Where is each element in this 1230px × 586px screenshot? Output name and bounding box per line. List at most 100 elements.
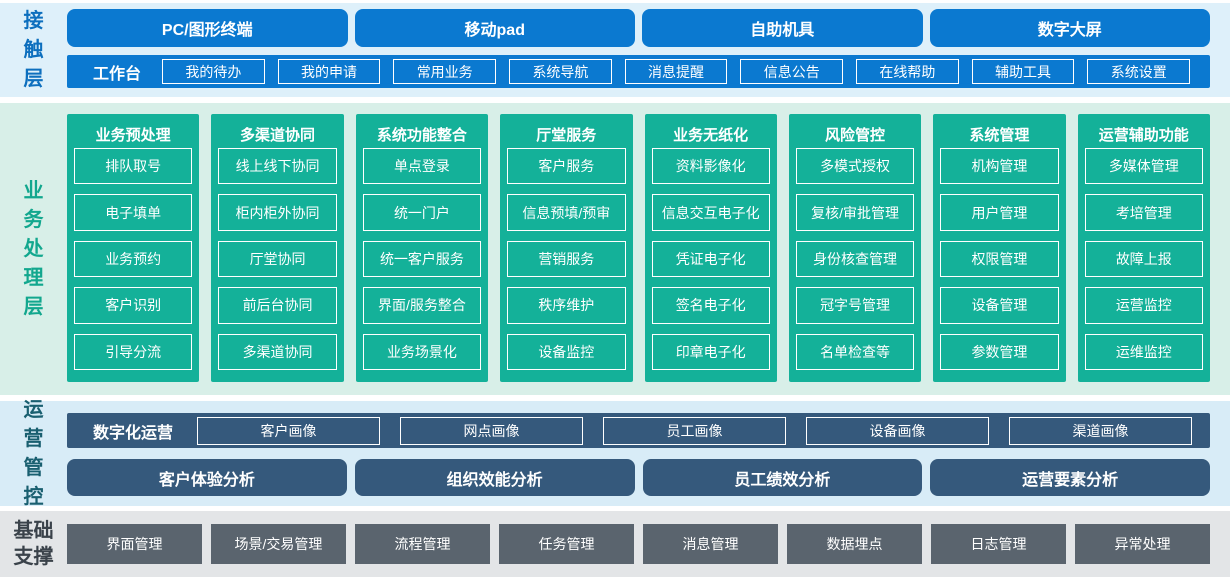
function-box: 客户服务 <box>507 148 626 185</box>
function-box: 秩序维护 <box>507 287 626 324</box>
function-box: 营销服务 <box>507 240 626 278</box>
foundation-box: 场景/交易管理 <box>211 524 346 564</box>
foundation-box: 日志管理 <box>931 524 1066 564</box>
channel-box: 移动pad <box>354 9 635 47</box>
function-box: 界面/服务整合 <box>362 287 482 324</box>
persona-box: 设备画像 <box>806 416 990 445</box>
operations-layer-label-area: 运营管控 <box>0 399 67 508</box>
workbench-item: 消息提醒 <box>624 59 728 84</box>
business-column-risk-control: 风险管控 多模式授权复核/审批管理身份核查管理冠字号管理名单检查等 <box>788 114 922 382</box>
function-box: 业务场景化 <box>362 333 482 371</box>
foundation-layer-label: 基础支撑 <box>13 520 54 568</box>
business-column-pretreatment: 业务预处理 排队取号电子填单业务预约客户识别引导分流 <box>67 114 200 382</box>
persona-box: 客户画像 <box>197 416 381 445</box>
function-box: 多渠道协同 <box>218 333 337 371</box>
channel-box: PC/图形终端 <box>67 9 348 47</box>
foundation-layer-section: 基础支撑 界面管理场景/交易管理流程管理任务管理消息管理数据埋点日志管理异常处理 <box>0 511 1230 577</box>
function-box: 信息交互电子化 <box>651 194 770 231</box>
foundation-box: 消息管理 <box>643 524 778 564</box>
workbench-item: 常用业务 <box>393 59 497 84</box>
function-box: 印章电子化 <box>651 333 770 371</box>
workbench-item: 系统导航 <box>509 59 612 84</box>
business-layer-section: 业务处理层 业务预处理 排队取号电子填单业务预约客户识别引导分流 多渠道协同 线… <box>0 103 1230 395</box>
operations-layer-label: 运营管控 <box>23 398 44 508</box>
workbench-item: 我的申请 <box>277 59 381 84</box>
function-box: 用户管理 <box>940 194 1059 231</box>
column-title: 厅堂服务 <box>536 126 597 144</box>
function-box: 运营监控 <box>1084 287 1203 324</box>
workbench-label: 工作台 <box>93 65 142 83</box>
function-box: 考培管理 <box>1084 194 1203 231</box>
foundation-box: 数据埋点 <box>787 524 922 564</box>
function-box: 故障上报 <box>1084 240 1203 278</box>
function-box: 签名电子化 <box>651 287 770 324</box>
digital-ops-label: 数字化运营 <box>93 424 174 442</box>
column-title: 风险管控 <box>825 126 886 144</box>
foundation-layer-label-area: 基础支撑 <box>0 511 67 577</box>
column-title: 系统管理 <box>969 126 1030 144</box>
workbench-item: 辅助工具 <box>971 59 1075 84</box>
function-box: 排队取号 <box>74 148 193 185</box>
analysis-box: 客户体验分析 <box>67 459 347 496</box>
function-box: 凭证电子化 <box>651 240 770 278</box>
column-title: 运营辅助功能 <box>1098 126 1189 144</box>
analysis-box: 员工绩效分析 <box>642 459 923 496</box>
foundation-box: 任务管理 <box>499 524 634 564</box>
function-box: 权限管理 <box>940 240 1059 278</box>
foundation-box: 流程管理 <box>355 524 490 564</box>
function-box: 设备管理 <box>940 287 1059 324</box>
function-box: 多模式授权 <box>795 148 915 185</box>
channel-box: 自助机具 <box>642 9 923 47</box>
function-box: 运维监控 <box>1084 333 1203 371</box>
function-box: 线上线下协同 <box>218 148 337 185</box>
column-title: 多渠道协同 <box>240 126 316 144</box>
business-column-lobby-service: 厅堂服务 客户服务信息预填/预审营销服务秩序维护设备监控 <box>500 114 633 382</box>
function-box: 单点登录 <box>362 148 482 185</box>
business-column-system-management: 系统管理 机构管理用户管理权限管理设备管理参数管理 <box>933 114 1066 382</box>
column-title: 系统功能整合 <box>376 126 467 144</box>
function-box: 厅堂协同 <box>218 240 337 278</box>
persona-box: 网点画像 <box>400 416 584 445</box>
analysis-row: 客户体验分析组织效能分析员工绩效分析运营要素分析 <box>67 459 1210 496</box>
column-title: 业务预处理 <box>95 126 171 144</box>
foundation-box: 异常处理 <box>1075 524 1210 564</box>
workbench-item: 系统设置 <box>1087 59 1191 84</box>
function-box: 业务预约 <box>74 240 193 278</box>
function-box: 复核/审批管理 <box>795 194 915 231</box>
column-title: 业务无纸化 <box>673 126 749 144</box>
contact-layer-label: 接触层 <box>23 9 44 90</box>
function-box: 信息预填/预审 <box>507 194 626 231</box>
function-box: 名单检查等 <box>795 333 915 371</box>
persona-box: 渠道画像 <box>1009 416 1193 445</box>
workbench-item: 信息公告 <box>740 59 844 84</box>
business-column-multichannel: 多渠道协同 线上线下协同柜内柜外协同厅堂协同前后台协同多渠道协同 <box>211 114 344 382</box>
analysis-box: 组织效能分析 <box>354 459 635 496</box>
function-box: 设备监控 <box>507 333 626 371</box>
analysis-box: 运营要素分析 <box>930 459 1210 496</box>
business-column-system-integration: 系统功能整合 单点登录统一门户统一客户服务界面/服务整合业务场景化 <box>355 114 489 382</box>
channel-box: 数字大屏 <box>929 9 1210 47</box>
function-box: 柜内柜外协同 <box>218 194 337 231</box>
workbench-bar: 工作台 我的待办我的申请常用业务系统导航消息提醒信息公告在线帮助辅助工具系统设置 <box>67 55 1210 88</box>
persona-box: 员工画像 <box>603 416 787 445</box>
business-column-paperless: 业务无纸化 资料影像化信息交互电子化凭证电子化签名电子化印章电子化 <box>644 114 777 382</box>
function-box: 统一客户服务 <box>362 240 482 278</box>
function-box: 参数管理 <box>940 333 1059 371</box>
workbench-item: 我的待办 <box>162 59 265 84</box>
function-box: 引导分流 <box>74 333 193 371</box>
digital-ops-bar: 数字化运营 客户画像网点画像员工画像设备画像渠道画像 <box>67 413 1210 449</box>
business-column-ops-auxiliary: 运营辅助功能 多媒体管理考培管理故障上报运营监控运维监控 <box>1077 114 1210 382</box>
function-box: 身份核查管理 <box>795 240 915 278</box>
function-box: 多媒体管理 <box>1084 148 1203 185</box>
workbench-item: 在线帮助 <box>856 59 959 84</box>
function-box: 前后台协同 <box>218 287 337 324</box>
operations-layer-section: 运营管控 数字化运营 客户画像网点画像员工画像设备画像渠道画像 客户体验分析组织… <box>0 399 1230 508</box>
function-box: 机构管理 <box>940 148 1059 185</box>
foundation-box: 界面管理 <box>67 524 202 564</box>
business-layer-label-area: 业务处理层 <box>0 103 67 395</box>
function-box: 冠字号管理 <box>795 287 915 324</box>
business-layer-label: 业务处理层 <box>23 179 44 318</box>
contact-layer-label-area: 接触层 <box>0 3 67 97</box>
